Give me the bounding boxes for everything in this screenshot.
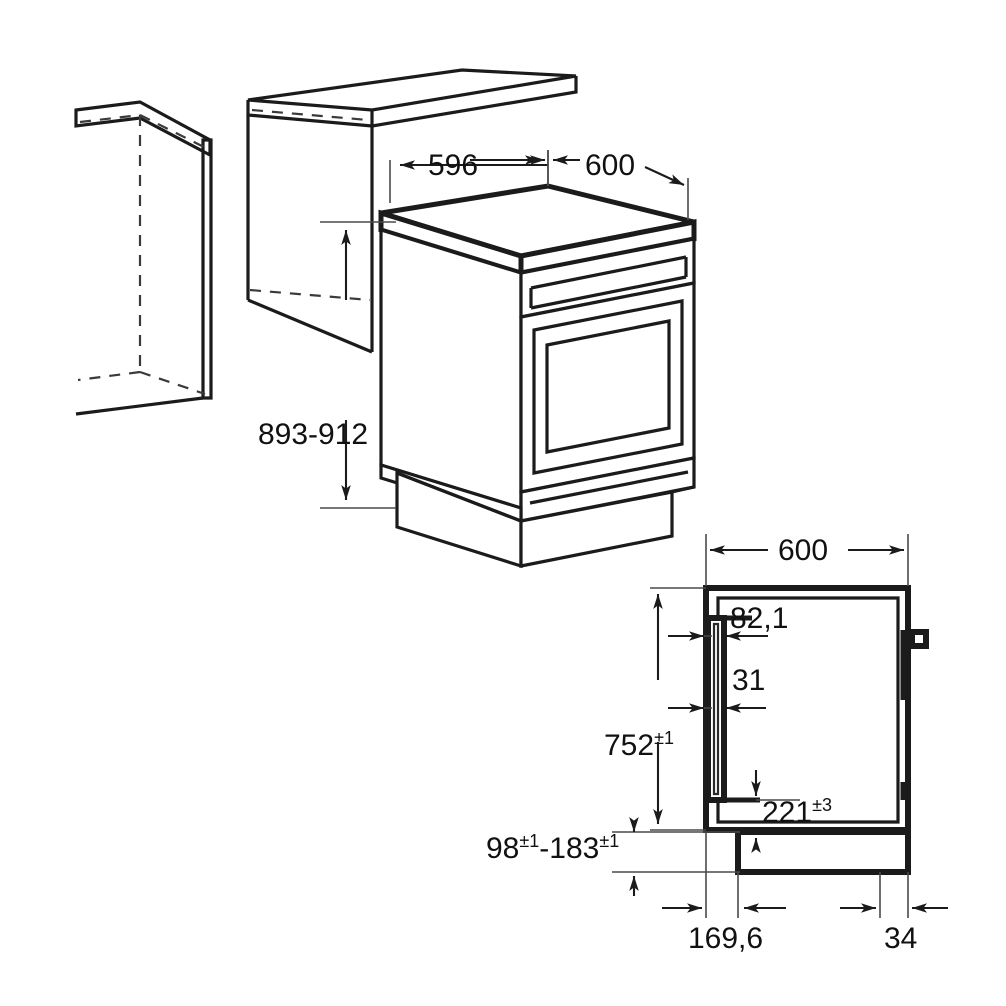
dimension-label-221: 221±3: [762, 795, 832, 829]
rear-terminal-block: [900, 629, 929, 800]
oven-door-handle: [705, 615, 727, 803]
dimension-label-34: 34: [884, 922, 917, 955]
dimension-label-893-912: 893-912: [258, 418, 368, 451]
dimension-label-600-iso: 600: [585, 149, 635, 182]
dimension-752: 752±1: [604, 587, 706, 831]
dimension-82-1: 82,1: [668, 602, 788, 641]
dimension-label-82-1: 82,1: [730, 602, 788, 635]
dimension-169-6: 169,6: [662, 832, 786, 955]
dimension-label-98-183: 98±1-183±1: [486, 831, 619, 865]
dimension-34: 34: [840, 872, 948, 955]
dimension-600-iso: 600: [547, 149, 689, 220]
section-view: [703, 585, 929, 875]
dimension-label-31: 31: [732, 664, 765, 697]
dimension-label-169-6: 169,6: [688, 922, 763, 955]
dimension-596: 596: [389, 149, 549, 203]
dimension-label-600-section: 600: [778, 534, 828, 567]
dimension-label-596: 596: [428, 149, 478, 182]
left-cabinet-carcass: [74, 100, 213, 416]
dimension-98-183: 98±1-183±1: [486, 817, 740, 896]
dimension-31: 31: [668, 664, 766, 713]
base-plinth: [735, 829, 911, 875]
dimension-893-912: 893-912: [258, 221, 396, 509]
dimension-label-752: 752±1: [604, 728, 674, 762]
dimension-600-section: 600: [705, 534, 909, 586]
cooker-body: [378, 183, 697, 569]
dimension-221: 221±3: [751, 770, 832, 853]
right-cabinet-carcass: [246, 68, 578, 354]
